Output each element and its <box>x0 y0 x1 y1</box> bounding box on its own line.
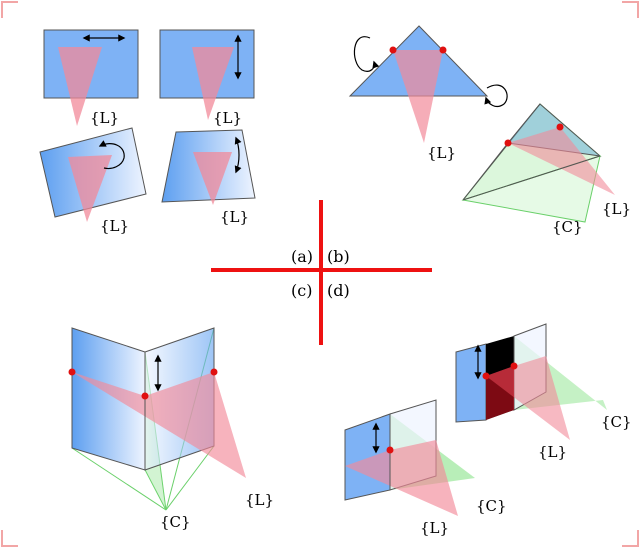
panel-label-c: (c) <box>291 281 312 300</box>
intersection-point <box>556 123 564 131</box>
laser-frame-label: {L} <box>245 491 274 509</box>
panel-d: {C} {L} {C} {L} <box>344 323 632 537</box>
camera-frame-label: {C} <box>160 513 191 531</box>
intersection-point <box>482 372 490 380</box>
plane-pair-lower: {C} {L} <box>344 399 507 537</box>
laser-frame-label: {L} <box>100 217 129 235</box>
intersection-point <box>68 368 76 376</box>
rotate-arrow-icon <box>353 36 380 72</box>
intersection-point <box>210 368 218 376</box>
intersection-point <box>386 446 394 454</box>
laser-frame-label: {L} <box>427 144 456 162</box>
plane-tilt: {L} <box>161 129 256 226</box>
intersection-point <box>510 362 518 370</box>
intersection-point <box>439 46 447 54</box>
plane-translate-vertical: {L} <box>159 29 255 127</box>
camera-frame-label: {C} <box>552 218 583 236</box>
triangle-plane-rotation: {L} <box>348 25 508 162</box>
laser-frame-label: {L} <box>602 200 631 218</box>
laser-frame-label: {L} <box>90 109 119 127</box>
laser-frame-label: {L} <box>538 443 567 461</box>
rotate-arrow-icon <box>98 140 125 170</box>
plane-pair-upper: {C} {L} <box>455 323 632 461</box>
laser-frame-label: {L} <box>220 208 249 226</box>
rotate-arrow-icon <box>484 84 508 108</box>
panel-label-d: (d) <box>327 281 350 300</box>
tilt-arrow-icon <box>234 136 242 174</box>
panel-a: {L} {L} {L} {L} <box>39 29 256 235</box>
intersection-point <box>504 139 512 147</box>
pyramid-calibration-target: {C} {L} <box>461 103 631 236</box>
plane-translate-horizontal: {L} <box>43 29 139 127</box>
camera-frame-label: {C} <box>601 413 632 431</box>
quadrant-divider <box>211 200 432 345</box>
laser-frame-label: {L} <box>213 109 242 127</box>
plane-rotate: {L} <box>39 127 147 235</box>
panel-label-b: (b) <box>327 247 350 266</box>
intersection-point <box>141 392 149 400</box>
camera-frame-label: {C} <box>476 497 507 515</box>
intersection-point <box>389 46 397 54</box>
laser-frame-label: {L} <box>420 519 449 537</box>
panel-c: {L} {C} <box>68 327 274 531</box>
panel-b: {L} {C} {L} <box>348 25 631 236</box>
panel-label-a: (a) <box>291 247 313 266</box>
